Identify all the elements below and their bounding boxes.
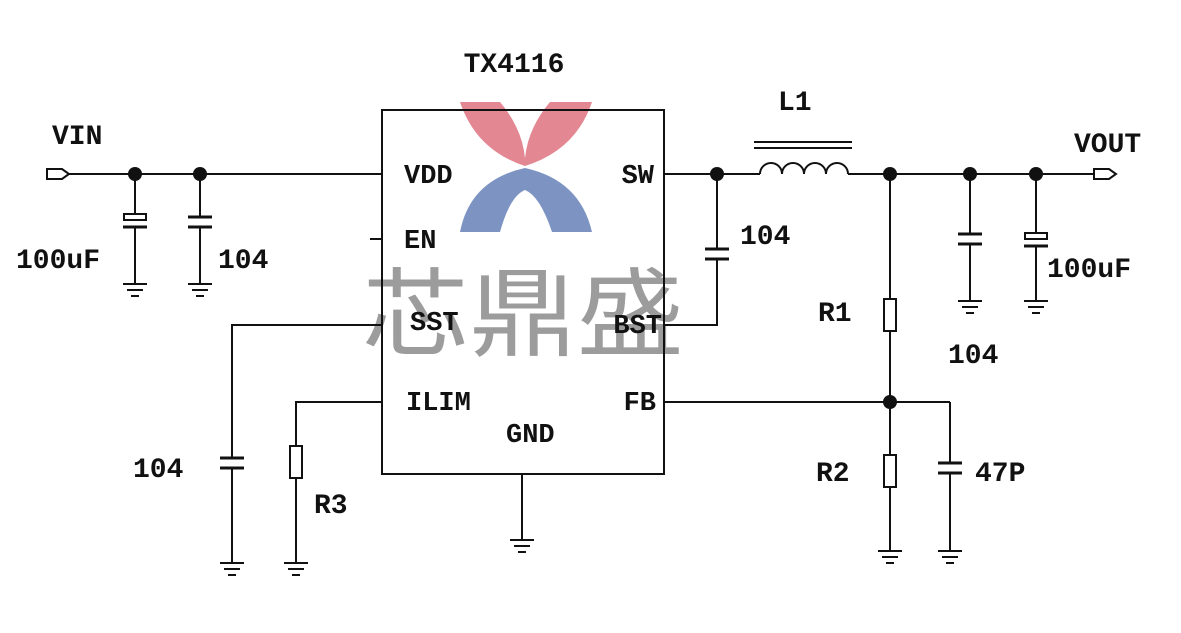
ilim-wire bbox=[295, 401, 382, 446]
c-boot-label: 104 bbox=[740, 222, 790, 253]
ground-icon bbox=[188, 283, 212, 297]
bst-wire bbox=[664, 259, 718, 326]
pin-gnd-label: GND bbox=[506, 421, 555, 451]
watermark-logo-bottom bbox=[460, 168, 592, 232]
r1-label: R1 bbox=[818, 299, 852, 330]
sst-wire bbox=[231, 324, 382, 458]
vin-port-symbol bbox=[46, 168, 71, 180]
cout-ceramic-capacitor bbox=[958, 174, 982, 301]
pin-fb-label: FB bbox=[624, 389, 656, 419]
cin-ceramic-label: 104 bbox=[218, 246, 268, 277]
cout-ceramic-label: 104 bbox=[948, 341, 998, 372]
pin-bst-label: BST bbox=[613, 312, 662, 342]
ground-icon bbox=[220, 562, 244, 576]
inductor-label: L1 bbox=[778, 88, 812, 119]
ground-icon bbox=[938, 550, 962, 564]
watermark-logo: 芯鼎盛 bbox=[362, 102, 684, 371]
ground-icon bbox=[958, 300, 982, 314]
cin-bulk-capacitor bbox=[123, 174, 147, 284]
ground-icon bbox=[284, 562, 308, 576]
pin-ilim-label: ILIM bbox=[406, 389, 471, 419]
c-ff-capacitor bbox=[938, 461, 962, 475]
cout-bulk-label: 100uF bbox=[1047, 255, 1131, 286]
vout-port-symbol bbox=[1093, 168, 1118, 180]
pin-vdd-label: VDD bbox=[404, 162, 453, 192]
c-boot-capacitor bbox=[705, 247, 729, 261]
cout-bulk-capacitor bbox=[1024, 174, 1048, 301]
cin-bulk-label: 100uF bbox=[16, 246, 100, 277]
pin-en-label: EN bbox=[404, 227, 436, 257]
r2-resistor bbox=[883, 454, 897, 488]
watermark-text: 芯鼎盛 bbox=[362, 259, 684, 371]
cin-ceramic-capacitor bbox=[188, 174, 212, 284]
r3-resistor bbox=[289, 445, 303, 479]
c-ff-label: 47P bbox=[975, 459, 1025, 490]
pin-sst-label: SST bbox=[410, 309, 459, 339]
r2-label: R2 bbox=[816, 459, 850, 490]
junction-fb bbox=[883, 395, 897, 409]
r3-label: R3 bbox=[314, 491, 348, 522]
c-ss-capacitor bbox=[220, 456, 244, 470]
r1-resistor bbox=[883, 298, 897, 332]
ground-icon bbox=[510, 539, 534, 553]
vout-label: VOUT bbox=[1074, 130, 1141, 161]
ic-name: TX4116 bbox=[464, 50, 565, 81]
inductor-l1 bbox=[754, 141, 852, 175]
ground-icon bbox=[1024, 300, 1048, 314]
pin-sw-label: SW bbox=[622, 162, 655, 192]
ground-icon bbox=[878, 550, 902, 564]
watermark-logo-top bbox=[460, 102, 592, 166]
c-ss-label: 104 bbox=[133, 455, 183, 486]
ground-icon bbox=[123, 283, 147, 297]
vin-label: VIN bbox=[52, 122, 102, 153]
